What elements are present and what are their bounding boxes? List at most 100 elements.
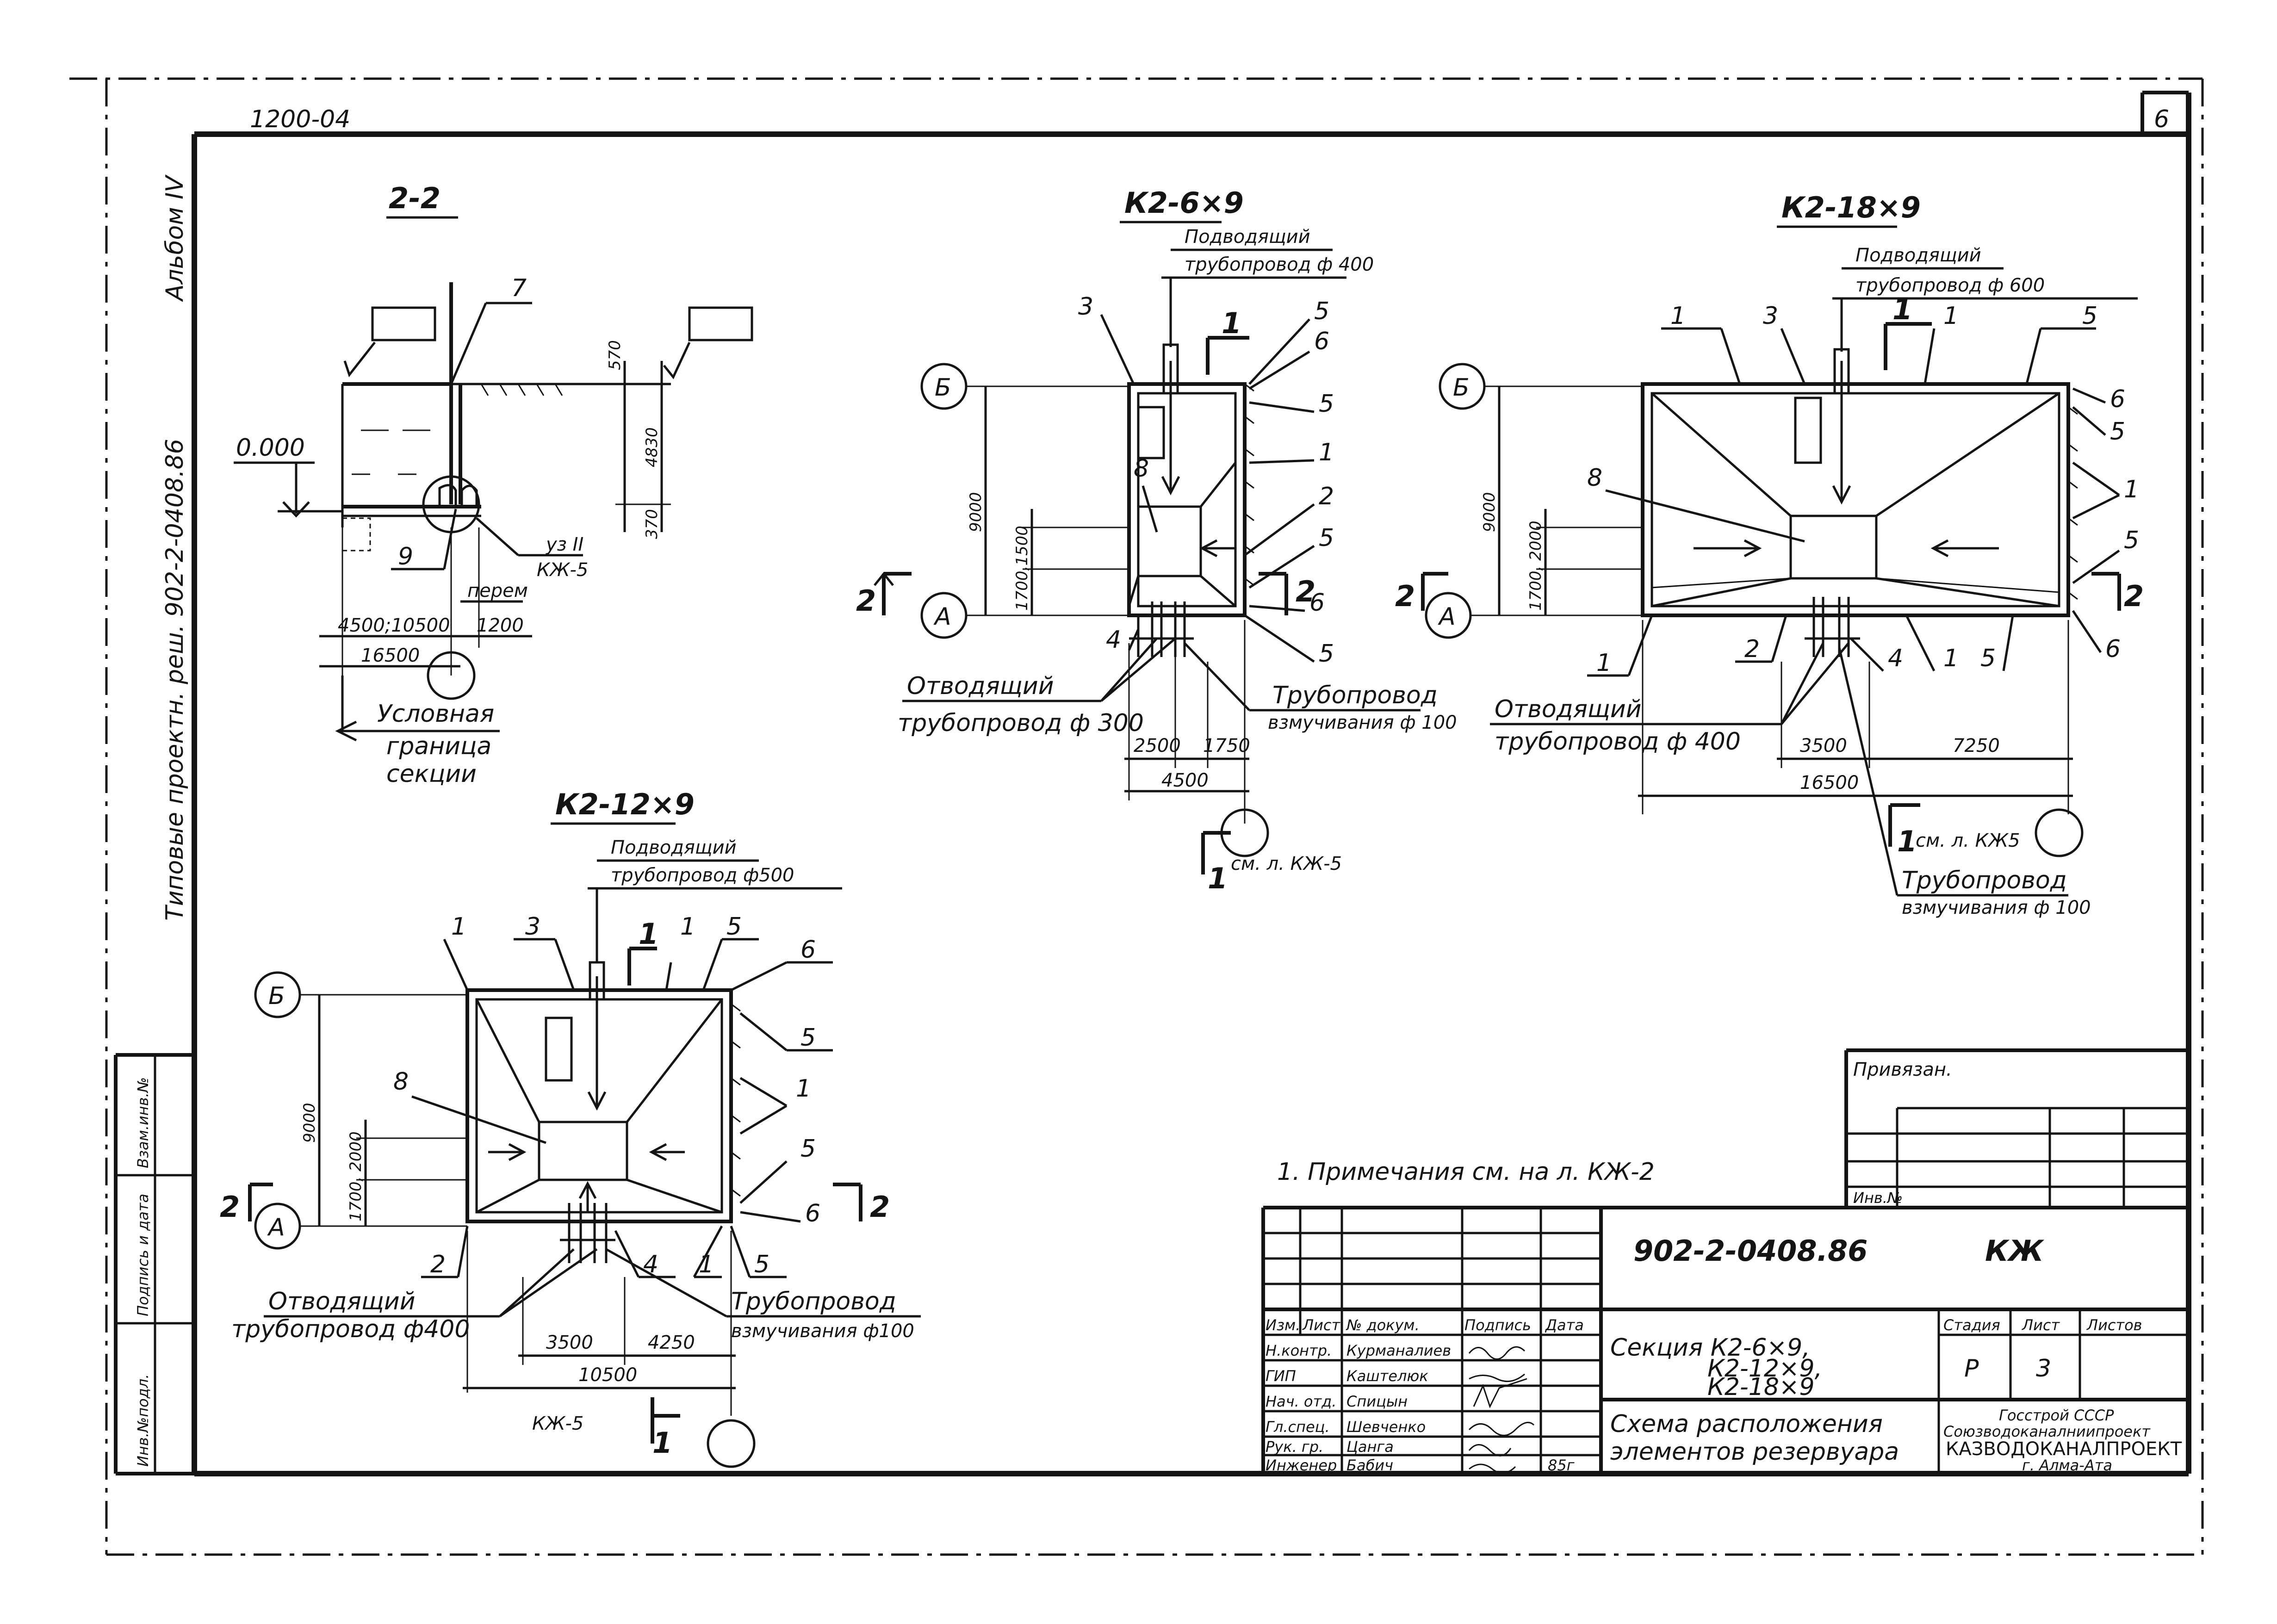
tb-col-date: Дата <box>1545 1316 1584 1334</box>
trim-frame <box>69 77 2204 1556</box>
k6-outlet-1: Отводящий <box>907 672 1054 700</box>
k18-mark-4: 4 <box>1888 645 1903 672</box>
k18-mark-5d: 5 <box>1980 645 1996 672</box>
tb-role-5: Инженер <box>1266 1457 1337 1474</box>
k18-mark-1e: 1 <box>1943 645 1959 672</box>
k12-dim-side: 1700, 2000 <box>347 1131 365 1221</box>
k18-mark-5a: 5 <box>2082 302 2097 330</box>
s22-mark-9: 9 <box>398 543 413 570</box>
tb-name-2: Спицын <box>1346 1393 1408 1410</box>
tb-col-doc: № докум. <box>1346 1316 1420 1334</box>
tb-drawing-title-2: элементов резервуара <box>1610 1438 1899 1466</box>
k12-inlet-1: Подводящий <box>611 837 737 858</box>
k12-axis-a: А <box>267 1214 285 1241</box>
tb-name-4: Цанга <box>1346 1438 1394 1456</box>
tb-section-title-1: Секция К2-6×9, <box>1610 1334 1810 1362</box>
k12-cut-2-left: 2 <box>220 1190 240 1224</box>
tb-sheet-label: Лист <box>2022 1316 2060 1334</box>
k12-cut-1-top: 1 <box>639 917 658 951</box>
k12-dim-4250: 4250 <box>648 1332 695 1353</box>
k6-dim-side: 1700,1500 <box>1013 526 1031 611</box>
k12-mark-8: 8 <box>393 1068 409 1096</box>
k18-dim-7250: 7250 <box>1953 735 2000 756</box>
tb-stage-label: Стадия <box>1943 1316 2000 1334</box>
k18-mark-1b: 1 <box>1943 302 1959 330</box>
k12-title: К2-12×9 <box>555 787 695 821</box>
tb-name-1: Каштелюк <box>1346 1367 1428 1385</box>
k18-flush-2: взмучивания ф 100 <box>1902 897 2091 918</box>
k12-outlet-1: Отводящий <box>268 1288 415 1315</box>
k18-dim-16500: 16500 <box>1800 772 1859 793</box>
k6-mark-5b: 5 <box>1319 390 1334 418</box>
k12-cut-2-right: 2 <box>870 1190 890 1224</box>
title-block: 902-2-0408.86 КЖ Изм. Лист № докум. Подп… <box>1261 1206 2189 1474</box>
k18-mark-8: 8 <box>1587 464 1602 492</box>
tb-org-2: Союзводоканалниипроект <box>1943 1423 2151 1440</box>
tb-sheet-no: 3 <box>2036 1355 2051 1382</box>
k6-mark-6b: 6 <box>1309 589 1325 617</box>
k18-cut-2-left: 2 <box>1395 579 1415 613</box>
k12-axis-b: Б <box>268 982 285 1010</box>
k6-flush-2: взмучивания ф 100 <box>1268 712 1457 733</box>
tb-role-3: Гл.спец. <box>1266 1418 1330 1436</box>
section-2-2: 2-2 7 0.000 <box>234 181 753 788</box>
left-stamp: Инв.№подл. Подпись и дата Взам.инв.№ <box>114 1053 194 1475</box>
k6-mark-4: 4 <box>1106 626 1121 654</box>
k18-mark-1c: 1 <box>2124 476 2139 503</box>
k6-inlet-1: Подводящий <box>1185 226 1310 248</box>
k6-dim-1750: 1750 <box>1203 735 1250 756</box>
signature-scribble <box>1468 1421 1535 1436</box>
k18-title: К2-18×9 <box>1781 191 1921 224</box>
s22-mark-7: 7 <box>511 274 527 302</box>
section-k2-6x9: К2-6×9 Подводящий трубопровод ф 400 <box>856 186 1457 895</box>
k18-mark-2: 2 <box>1744 635 1760 663</box>
tb-stage: Р <box>1964 1355 1979 1382</box>
k6-cut-1-bottom: 1 <box>1208 862 1228 895</box>
k6-dim-4500: 4500 <box>1161 770 1209 791</box>
section-2-2-title: 2-2 <box>389 181 441 215</box>
tb-org-4: г. Алма-Ата <box>2022 1457 2112 1474</box>
k6-outlet-2: трубопровод ф 300 <box>898 709 1144 737</box>
k6-dim-9000: 9000 <box>967 492 985 532</box>
s22-dim-widths: 4500;10500 <box>338 615 450 636</box>
k6-axis-a: А <box>933 603 951 631</box>
k12-flush-2: взмучивания ф100 <box>731 1320 914 1342</box>
section-k2-12x9: К2-12×9 Подводящий трубопровод ф500 <box>220 787 921 1468</box>
binding-inv: Инв.№ <box>1853 1189 1903 1207</box>
side-album: Альбом IV <box>161 174 189 302</box>
sheet-code: 1200-04 <box>250 105 350 133</box>
k6-title: К2-6×9 <box>1124 186 1244 220</box>
k6-flush-1: Трубопровод <box>1272 682 1438 709</box>
tb-name-0: Курманалиев <box>1346 1342 1451 1359</box>
k18-dim-3500: 3500 <box>1800 735 1847 756</box>
tb-mark: КЖ <box>1985 1234 2045 1268</box>
tb-org-1: Госстрой СССР <box>1999 1407 2114 1424</box>
k18-cut-2-right: 2 <box>2124 579 2144 613</box>
k18-inlet-2: трубопровод ф 600 <box>1855 275 2045 296</box>
k18-inlet-1: Подводящий <box>1855 245 1981 266</box>
k12-mark-5c: 5 <box>800 1135 816 1163</box>
tb-role-4: Рук. гр. <box>1266 1438 1323 1456</box>
k18-axis-a: А <box>1438 603 1456 631</box>
stamp-replace: Взам.инв.№ <box>134 1077 152 1168</box>
k6-dim-2500: 2500 <box>1134 735 1181 756</box>
k12-inlet-2: трубопровод ф500 <box>611 865 794 886</box>
tb-name-3: Шевченко <box>1346 1418 1426 1436</box>
tb-col-sign: Подпись <box>1464 1316 1531 1334</box>
k6-mark-1: 1 <box>1319 439 1334 466</box>
stamp-signature: Подпись и дата <box>134 1194 152 1316</box>
s22-dim-16500: 16500 <box>361 645 420 666</box>
k18-see-sheet: см. л. КЖ5 <box>1916 830 2020 851</box>
k12-mark-1c: 1 <box>796 1075 811 1103</box>
tb-section-title-3: К2-18×9 <box>1707 1373 1815 1401</box>
k18-mark-5c: 5 <box>2124 527 2139 554</box>
binding-block: Привязан. Инв.№ <box>1844 1048 2189 1208</box>
s22-dim-370: 370 <box>643 509 661 539</box>
signature-scribble <box>1469 1463 1516 1474</box>
k18-mark-5b: 5 <box>2110 418 2125 446</box>
k6-mark-8: 8 <box>1134 455 1149 483</box>
k12-dim-9000: 9000 <box>300 1103 319 1143</box>
k12-dim-10500: 10500 <box>578 1364 637 1386</box>
k18-mark-6a: 6 <box>2110 385 2125 413</box>
